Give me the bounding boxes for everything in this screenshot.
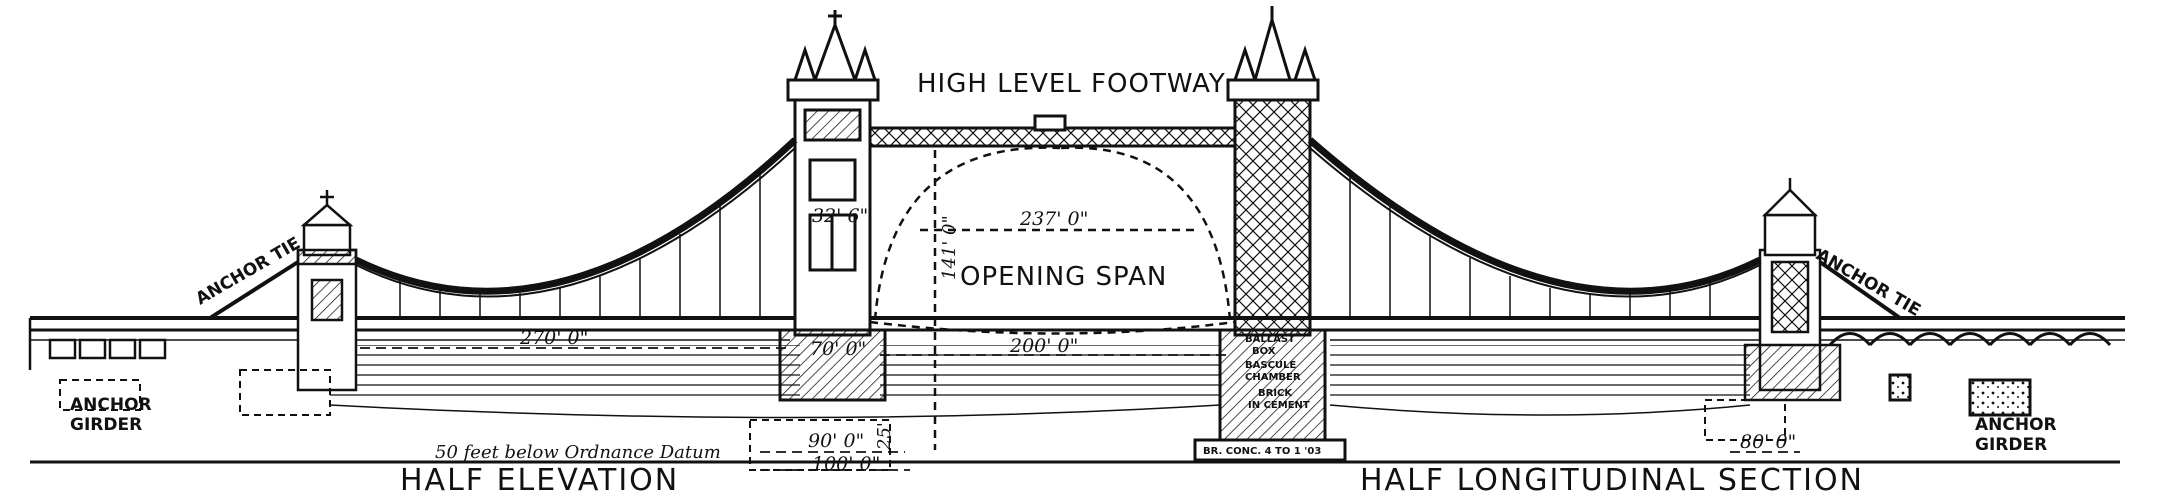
left-main-tower [778, 10, 887, 402]
ballast-note-1: BALLAST [1245, 334, 1295, 345]
dim-25: 25' [874, 422, 895, 451]
high-level-footway [868, 114, 1237, 148]
ballast-note-2: BOX [1252, 346, 1276, 357]
anchor-tie-right-label: ANCHOR TIE [1813, 245, 1924, 321]
dim-200: 200' 0" [1009, 335, 1078, 357]
opening-span-label: OPENING SPAN [960, 262, 1167, 292]
river-water [329, 345, 1751, 419]
dimension-lines [360, 347, 1800, 471]
chain-hangers [399, 172, 1711, 318]
brick-note-1: BRICK [1258, 388, 1293, 399]
foundations [59, 369, 1786, 471]
dim-90: 90' 0" [808, 430, 864, 452]
bascule-note-2: CHAMBER [1245, 372, 1301, 383]
right-main-tower [1193, 6, 1347, 462]
datum-note: 50 feet below Ordnance Datum [435, 442, 721, 463]
anchor-girder-left-label-2: GIRDER [70, 415, 142, 435]
conc-note: BR. CONC. 4 TO 1 '03 [1203, 446, 1321, 457]
dim-141: 141' 0" [939, 215, 960, 280]
anchor-tie-left-label: ANCHOR TIE [193, 233, 304, 309]
bascule-swing-arcs [869, 146, 1236, 450]
half-longitudinal-section-label: HALF LONGITUDINAL SECTION [1360, 463, 1864, 495]
half-elevation-label: HALF ELEVATION [400, 463, 679, 495]
dim-270: 270' 0" [519, 327, 588, 349]
right-abutment-tower [1743, 178, 1842, 402]
dim-237: 237' 0" [1019, 208, 1088, 230]
left-abutment-tower [296, 190, 358, 392]
dim-32: 32' 6" [812, 205, 868, 227]
approach-arches [1828, 332, 2112, 417]
dim-100: 100' 0" [812, 453, 880, 475]
bascule-note-1: BASCULE [1245, 360, 1296, 371]
suspension-chains [208, 137, 1902, 320]
anchor-girder-right-label-1: ANCHOR [1975, 415, 2057, 435]
high-level-footway-label: HIGH LEVEL FOOTWAY [917, 69, 1226, 99]
left-approach [28, 318, 167, 370]
dim-70: 70' 0" [810, 338, 866, 360]
brick-note-2: IN CEMENT [1248, 400, 1310, 411]
anchor-girder-left-label-1: ANCHOR [70, 395, 152, 415]
anchor-girder-right-label-2: GIRDER [1975, 435, 2047, 455]
dim-80: 80' 0" [1740, 431, 1796, 453]
